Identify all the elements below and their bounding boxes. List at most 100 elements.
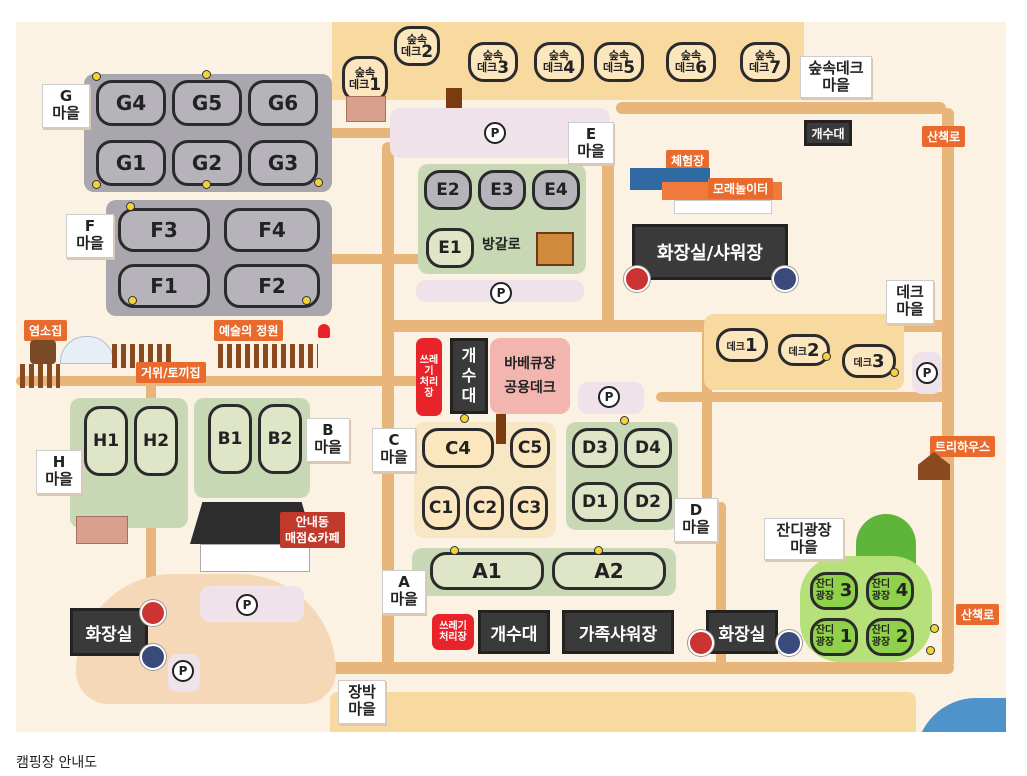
site-f4[interactable]: F4 — [224, 208, 320, 252]
forest-deck-label: 데크 — [748, 61, 770, 74]
parking-icon: P — [490, 282, 512, 304]
site-e4[interactable]: E4 — [532, 170, 580, 210]
forest-deck-label: 숲속 — [354, 66, 376, 79]
site-c1[interactable]: C1 — [422, 486, 460, 530]
info-line: 매점&카페 — [285, 531, 340, 545]
male-icon — [776, 630, 802, 656]
site-c2[interactable]: C2 — [466, 486, 504, 530]
site-a1[interactable]: A1 — [430, 552, 544, 590]
site-c5[interactable]: C5 — [510, 428, 550, 468]
info-building-base-icon — [200, 544, 310, 572]
site-g5[interactable]: G5 — [172, 80, 242, 126]
forest-deck-label: 데크 — [400, 45, 422, 58]
location-pin-icon — [822, 352, 831, 361]
trash-line: 처리장 — [439, 632, 467, 643]
experience-label: 체험장 — [666, 150, 710, 171]
sign-line: 마을 — [390, 590, 418, 608]
lawn-label: 잔디광장 — [871, 579, 891, 602]
site-e1[interactable]: E1 — [426, 228, 474, 268]
map-caption: 캠핑장 안내도 — [16, 754, 98, 770]
location-pin-icon — [460, 414, 469, 423]
sign-line: E — [585, 125, 597, 143]
forest-deck-number: 7 — [769, 58, 782, 78]
location-pin-icon — [926, 646, 935, 655]
parking-icon: P — [598, 386, 620, 408]
sink-bottom[interactable]: 개수대 — [478, 610, 550, 654]
sink-line: 대 — [461, 386, 477, 405]
forest-deck-label: 숲속 — [680, 49, 702, 62]
goat-icon — [30, 340, 56, 364]
trail-label-top: 산책로 — [922, 126, 966, 147]
site-h2[interactable]: H2 — [134, 406, 178, 476]
sign-line: 데크 — [896, 283, 924, 301]
sink-line: 개 — [461, 346, 477, 365]
site-e3[interactable]: E3 — [478, 170, 526, 210]
sign-line: H — [52, 453, 66, 471]
site-f3[interactable]: F3 — [118, 208, 210, 252]
site-c3[interactable]: C3 — [510, 486, 548, 530]
restroom-bottom[interactable]: 화장실 — [706, 610, 778, 654]
deck-number: 3 — [871, 350, 885, 372]
treehouse-label: 트리하우스 — [930, 436, 996, 457]
hut-icon — [76, 516, 128, 544]
parking-icon: P — [484, 122, 506, 144]
site-d3[interactable]: D3 — [572, 428, 618, 468]
location-pin-icon — [202, 180, 211, 189]
site-c4[interactable]: C4 — [422, 428, 494, 468]
sandplay-base-icon — [674, 200, 772, 214]
location-pin-icon — [128, 296, 137, 305]
forest-deck-label: 데크 — [476, 61, 498, 74]
site-h1[interactable]: H1 — [84, 406, 128, 476]
site-b1[interactable]: B1 — [208, 404, 252, 474]
site-d4[interactable]: D4 — [624, 428, 672, 468]
site-g6[interactable]: G6 — [248, 80, 318, 126]
site-g1[interactable]: G1 — [96, 140, 166, 186]
sign-line: B — [322, 421, 334, 439]
location-pin-icon — [302, 296, 311, 305]
restroom-shower-main[interactable]: 화장실/샤워장 — [632, 224, 788, 280]
lawn-number: 3 — [839, 580, 853, 601]
sink-top[interactable]: 개수대 — [804, 120, 852, 146]
male-icon — [140, 644, 166, 670]
site-d2[interactable]: D2 — [624, 482, 672, 522]
site-e2[interactable]: E2 — [424, 170, 472, 210]
sign-line: C — [388, 431, 400, 449]
site-g4[interactable]: G4 — [96, 80, 166, 126]
trash-line: 처리장 — [419, 377, 439, 399]
jangbak-village-zone — [330, 692, 916, 732]
family-shower[interactable]: 가족샤워장 — [562, 610, 674, 654]
female-icon — [688, 630, 714, 656]
gate-icon — [446, 88, 462, 112]
site-b2[interactable]: B2 — [258, 404, 302, 474]
sign-line: G — [59, 87, 73, 105]
site-a2[interactable]: A2 — [552, 552, 666, 590]
greenhouse-icon — [60, 336, 114, 364]
site-d1[interactable]: D1 — [572, 482, 618, 522]
location-pin-icon — [620, 416, 629, 425]
restroom-left[interactable]: 화장실 — [70, 608, 148, 656]
site-g3[interactable]: G3 — [248, 140, 318, 186]
